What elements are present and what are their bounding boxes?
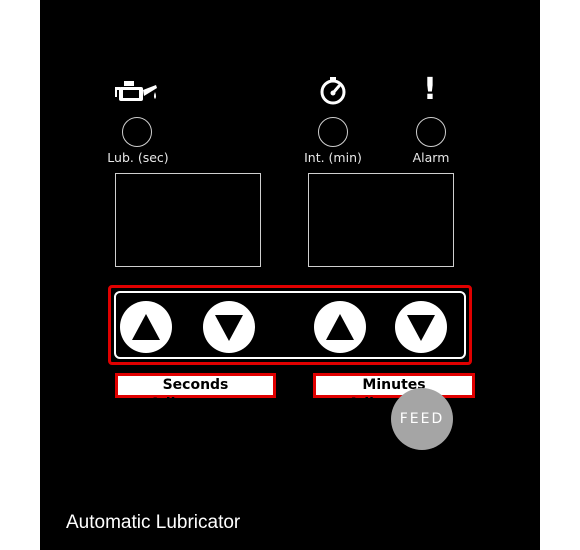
alarm-icon-glyph: !	[423, 72, 437, 107]
seconds-up-button[interactable]	[120, 301, 172, 353]
down-arrow-icon	[407, 315, 435, 341]
lub-label: Lub. (sec)	[107, 150, 169, 165]
alarm-indicator-lamp	[416, 117, 446, 147]
adjustment-buttons-frame	[114, 291, 466, 359]
seconds-adjustment-label: Seconds Adjustment	[115, 373, 276, 412]
interval-label: Int. (min)	[304, 150, 362, 165]
exclamation-icon: !	[420, 72, 440, 108]
up-arrow-icon	[326, 314, 354, 340]
feed-button[interactable]: FEED	[391, 388, 453, 450]
minutes-adjustment-label: Minutes Adjustment	[313, 373, 475, 412]
up-arrow-icon	[132, 314, 160, 340]
interval-indicator-lamp	[318, 117, 348, 147]
minutes-down-button[interactable]	[395, 301, 447, 353]
oil-can-icon	[114, 77, 162, 111]
seconds-display	[115, 173, 261, 267]
down-arrow-icon	[215, 315, 243, 341]
minutes-up-button[interactable]	[314, 301, 366, 353]
device-title: Automatic Lubricator	[66, 512, 241, 533]
seconds-down-button[interactable]	[203, 301, 255, 353]
alarm-label: Alarm	[412, 150, 450, 165]
timer-icon	[317, 77, 349, 111]
lub-indicator-lamp	[122, 117, 152, 147]
adjustment-buttons-highlight	[108, 285, 472, 365]
minutes-display	[308, 173, 454, 267]
